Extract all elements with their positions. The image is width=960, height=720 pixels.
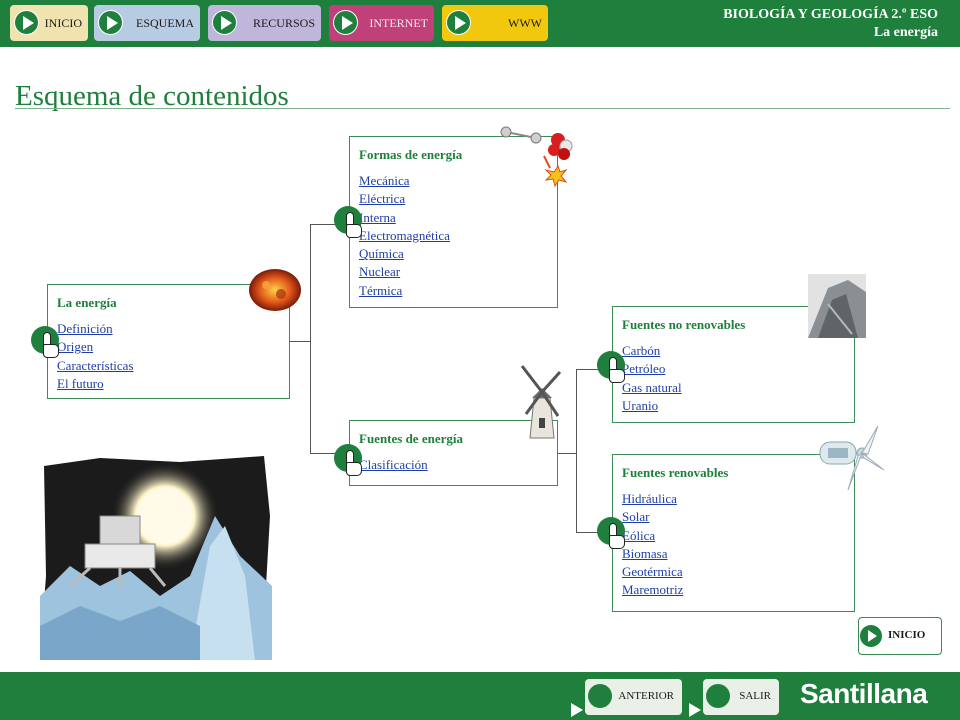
arrow-icon (571, 703, 583, 717)
play-icon (14, 10, 39, 35)
link-definicion[interactable]: Definición (57, 321, 113, 336)
link-list: Clasificación (359, 456, 428, 474)
molecule-explosion-image (500, 126, 573, 188)
link-gas-natural[interactable]: Gas natural (622, 379, 682, 395)
link-origen[interactable]: Origen (57, 339, 94, 355)
link-caracteristicas[interactable]: Características (57, 357, 134, 373)
connector-line (310, 224, 311, 453)
title-divider (15, 108, 950, 109)
connector-line (558, 453, 577, 454)
link-geotermica[interactable]: Geotérmica (622, 564, 683, 580)
link-list: Definición Origen Características El fut… (57, 320, 134, 393)
link-electromagnetica[interactable]: Electromagnética (359, 227, 450, 243)
link-electrica[interactable]: Eléctrica (359, 191, 406, 207)
sun-image (249, 269, 301, 311)
windmill-image (520, 365, 562, 439)
connector-line (310, 224, 349, 225)
moon-rover-illustration (40, 456, 272, 660)
nav-inicio-label: INICIO (44, 16, 82, 30)
link-list: Hidráulica Solar Eólica Biomasa Geotérmi… (622, 490, 683, 600)
salir-label: SALIR (739, 690, 771, 702)
hand-pointer-button[interactable] (31, 326, 61, 358)
box-la-energia: La energía Definición Origen Característ… (47, 284, 290, 399)
topic-title: La energía (873, 25, 938, 40)
nav-esquema-button[interactable]: ESQUEMA (94, 5, 200, 41)
nav-esquema-label: ESQUEMA (135, 16, 194, 30)
link-list: Carbón Petróleo Gas natural Uranio (622, 342, 682, 415)
link-hidraulica[interactable]: Hidráulica (622, 491, 677, 506)
coal-mine-image (808, 274, 866, 338)
link-uranio[interactable]: Uranio (622, 397, 659, 413)
link-el-futuro[interactable]: El futuro (57, 375, 104, 391)
circle-icon (588, 684, 612, 708)
link-biomasa[interactable]: Biomasa (622, 545, 668, 561)
link-termica[interactable]: Térmica (359, 282, 403, 298)
box-title: Fuentes renovables (622, 465, 729, 480)
link-clasificacion[interactable]: Clasificación (359, 457, 428, 472)
wind-turbine-image (819, 425, 885, 491)
play-icon (212, 10, 237, 35)
hand-pointer-button[interactable] (334, 444, 364, 476)
box-title: Fuentes de energía (359, 431, 463, 446)
inicio-small-label: INICIO (888, 629, 926, 641)
nav-recursos-button[interactable]: RECURSOS (208, 5, 321, 41)
box-fuentes-renovables: Fuentes renovables Hidráulica Solar Eóli… (612, 454, 855, 612)
box-fuentes-de-energia: Fuentes de energía Clasificación (349, 420, 558, 486)
box-formas-de-energia: Formas de energía Mecánica Eléctrica Int… (349, 136, 558, 308)
link-list: Mecánica Eléctrica Interna Electromagnét… (359, 172, 450, 300)
santillana-logo: Santillana (800, 678, 928, 709)
nav-internet-label: INTERNET (369, 16, 428, 30)
salir-button[interactable]: SALIR (689, 679, 779, 717)
box-title: Formas de energía (359, 147, 463, 162)
link-eolica[interactable]: Eólica (622, 527, 656, 543)
link-mecanica[interactable]: Mecánica (359, 173, 410, 188)
subject-title: BIOLOGÍA Y GEOLOGÍA 2.º ESO (723, 7, 938, 22)
hand-pointer-button[interactable] (597, 351, 627, 383)
connector-line (576, 532, 612, 533)
hand-pointer-button[interactable] (334, 206, 364, 238)
play-icon (446, 10, 471, 35)
link-maremotriz[interactable]: Maremotriz (622, 582, 684, 598)
link-solar[interactable]: Solar (622, 509, 650, 525)
link-carbon[interactable]: Carbón (622, 343, 661, 358)
link-nuclear[interactable]: Nuclear (359, 264, 401, 280)
arrow-icon (689, 703, 701, 717)
play-icon (333, 10, 358, 35)
anterior-button[interactable]: ANTERIOR (571, 679, 682, 717)
connector-line (576, 369, 612, 370)
page-title: Esquema de contenidos (15, 80, 289, 112)
nav-www-button[interactable]: WWW (442, 5, 548, 41)
connector-line (310, 453, 349, 454)
play-icon (860, 625, 882, 647)
connector-line (576, 369, 577, 533)
play-icon (98, 10, 123, 35)
subject-header: BIOLOGÍA Y GEOLOGÍA 2.º ESO La energía (723, 6, 938, 42)
nav-internet-button[interactable]: INTERNET (329, 5, 434, 41)
nav-www-label: WWW (508, 16, 542, 30)
anterior-label: ANTERIOR (618, 690, 674, 702)
link-petroleo[interactable]: Petróleo (622, 361, 666, 377)
connector-line (290, 341, 311, 342)
nav-recursos-label: RECURSOS (252, 16, 315, 30)
bottom-bar (0, 672, 960, 720)
link-interna[interactable]: Interna (359, 209, 396, 225)
nav-inicio-button[interactable]: INICIO (10, 5, 88, 41)
box-title: La energía (57, 295, 117, 310)
box-title: Fuentes no renovables (622, 317, 746, 332)
hand-pointer-button[interactable] (597, 517, 627, 549)
circle-icon (706, 684, 730, 708)
link-quimica[interactable]: Química (359, 246, 404, 262)
inicio-small-button[interactable]: INICIO (858, 617, 942, 655)
